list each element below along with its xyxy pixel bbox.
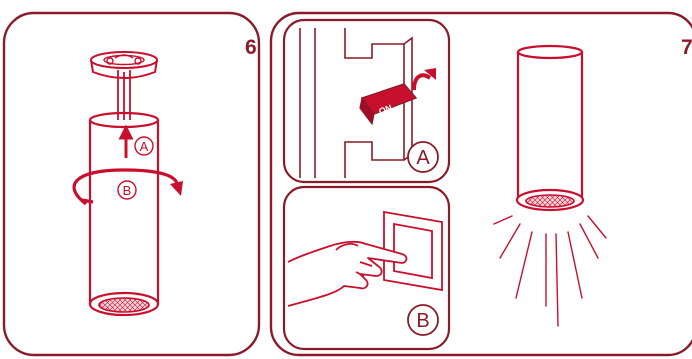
badge-a: A (408, 142, 438, 172)
badge-b: B (408, 305, 438, 335)
label-b-badge: B (118, 181, 136, 199)
light-rays (494, 216, 606, 326)
step-6-panel: A B (4, 13, 259, 355)
switch-on-arrow (414, 68, 436, 90)
step-7-number: 7 (681, 36, 692, 59)
step-7-panel: ON A (271, 13, 692, 355)
badge-b-text: B (416, 310, 429, 332)
label-b-text: B (123, 183, 132, 198)
step-6-number: 6 (245, 36, 257, 59)
lit-lens-grid (526, 195, 574, 207)
label-a-text: A (140, 139, 149, 154)
lens-grid (99, 298, 149, 312)
hand (288, 242, 407, 306)
label-a-badge: A (135, 137, 153, 155)
wall-switch-panel: B (284, 187, 449, 349)
breaker-lever: ON (360, 84, 416, 124)
breaker-panel: ON A (284, 20, 449, 182)
step-7-frame (271, 13, 692, 355)
lit-luminaire (517, 46, 583, 210)
badge-a-text: A (416, 147, 430, 169)
